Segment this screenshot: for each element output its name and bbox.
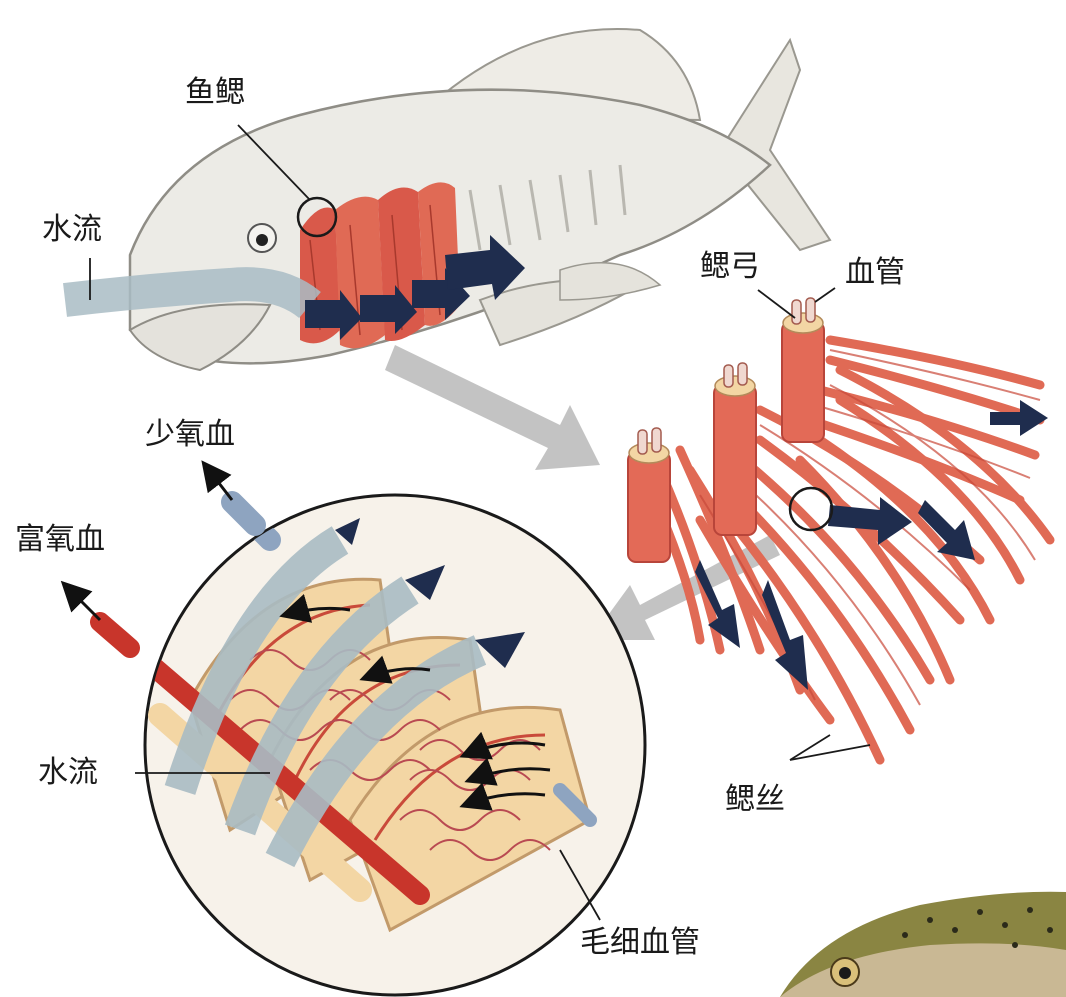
label-high-oxygen-blood: 富氧血 [15,525,105,555]
label-fish-gill: 鱼鳃 [185,78,245,108]
label-low-oxygen-blood: 少氧血 [145,420,235,450]
label-blood-vessel: 血管 [845,258,905,288]
trout-image [780,892,1066,997]
label-capillaries: 毛细血管 [580,928,700,958]
capillary-zoom-circle [65,465,645,995]
label-water-flow-top: 水流 [42,215,102,245]
label-gill-filaments: 鳃丝 [725,785,785,815]
fish-illustration [65,29,830,370]
label-gill-arch: 鳃弓 [700,252,760,282]
label-water-flow-bottom: 水流 [38,758,98,788]
gill-arch-illustration [628,298,1050,760]
